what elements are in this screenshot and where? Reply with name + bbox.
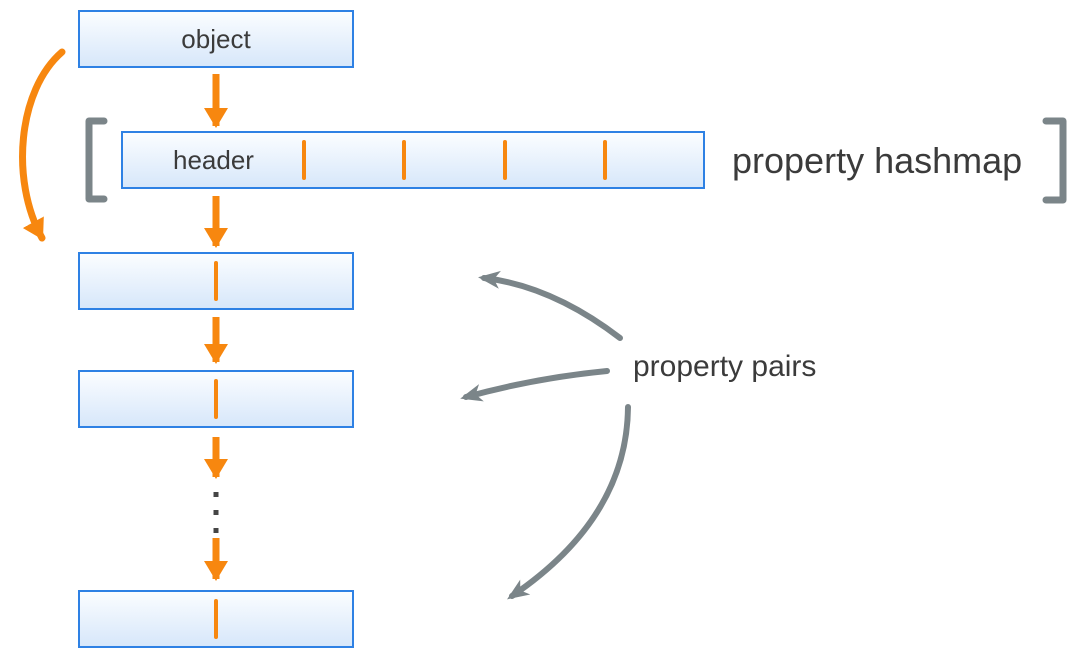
pairs-arrow-top <box>478 270 623 341</box>
hashmap-slot-divider <box>402 140 407 180</box>
hashmap-slot-divider <box>301 140 306 180</box>
object-to-pair-curved-arrow <box>19 48 66 242</box>
vertical-ellipsis-dots <box>213 492 219 533</box>
ellipsis-dot <box>213 510 219 515</box>
property-hashmap-box: header <box>121 131 705 189</box>
hashmap-slot-divider <box>502 140 507 180</box>
property-pair-box-1 <box>78 252 354 310</box>
pair-divider <box>214 599 218 639</box>
property-pair-box-3 <box>78 590 354 648</box>
pairs-arrow-bottom <box>507 404 631 600</box>
ellipsis-dot <box>213 492 219 497</box>
pair-divider <box>214 261 218 301</box>
property-pair-box-2 <box>78 370 354 428</box>
object-label: object <box>181 23 251 54</box>
pair-divider <box>214 379 218 419</box>
property-pairs-label: property pairs <box>633 350 817 383</box>
property-hashmap-label: property hashmap <box>732 140 1023 181</box>
left-bracket <box>85 117 108 203</box>
hashmap-slot-divider <box>602 140 607 180</box>
header-label: header <box>172 144 254 175</box>
pairs-arrow-middle <box>460 368 610 402</box>
ellipsis-dot <box>213 528 219 533</box>
object-box: object <box>78 10 354 68</box>
right-bracket <box>1042 117 1067 204</box>
